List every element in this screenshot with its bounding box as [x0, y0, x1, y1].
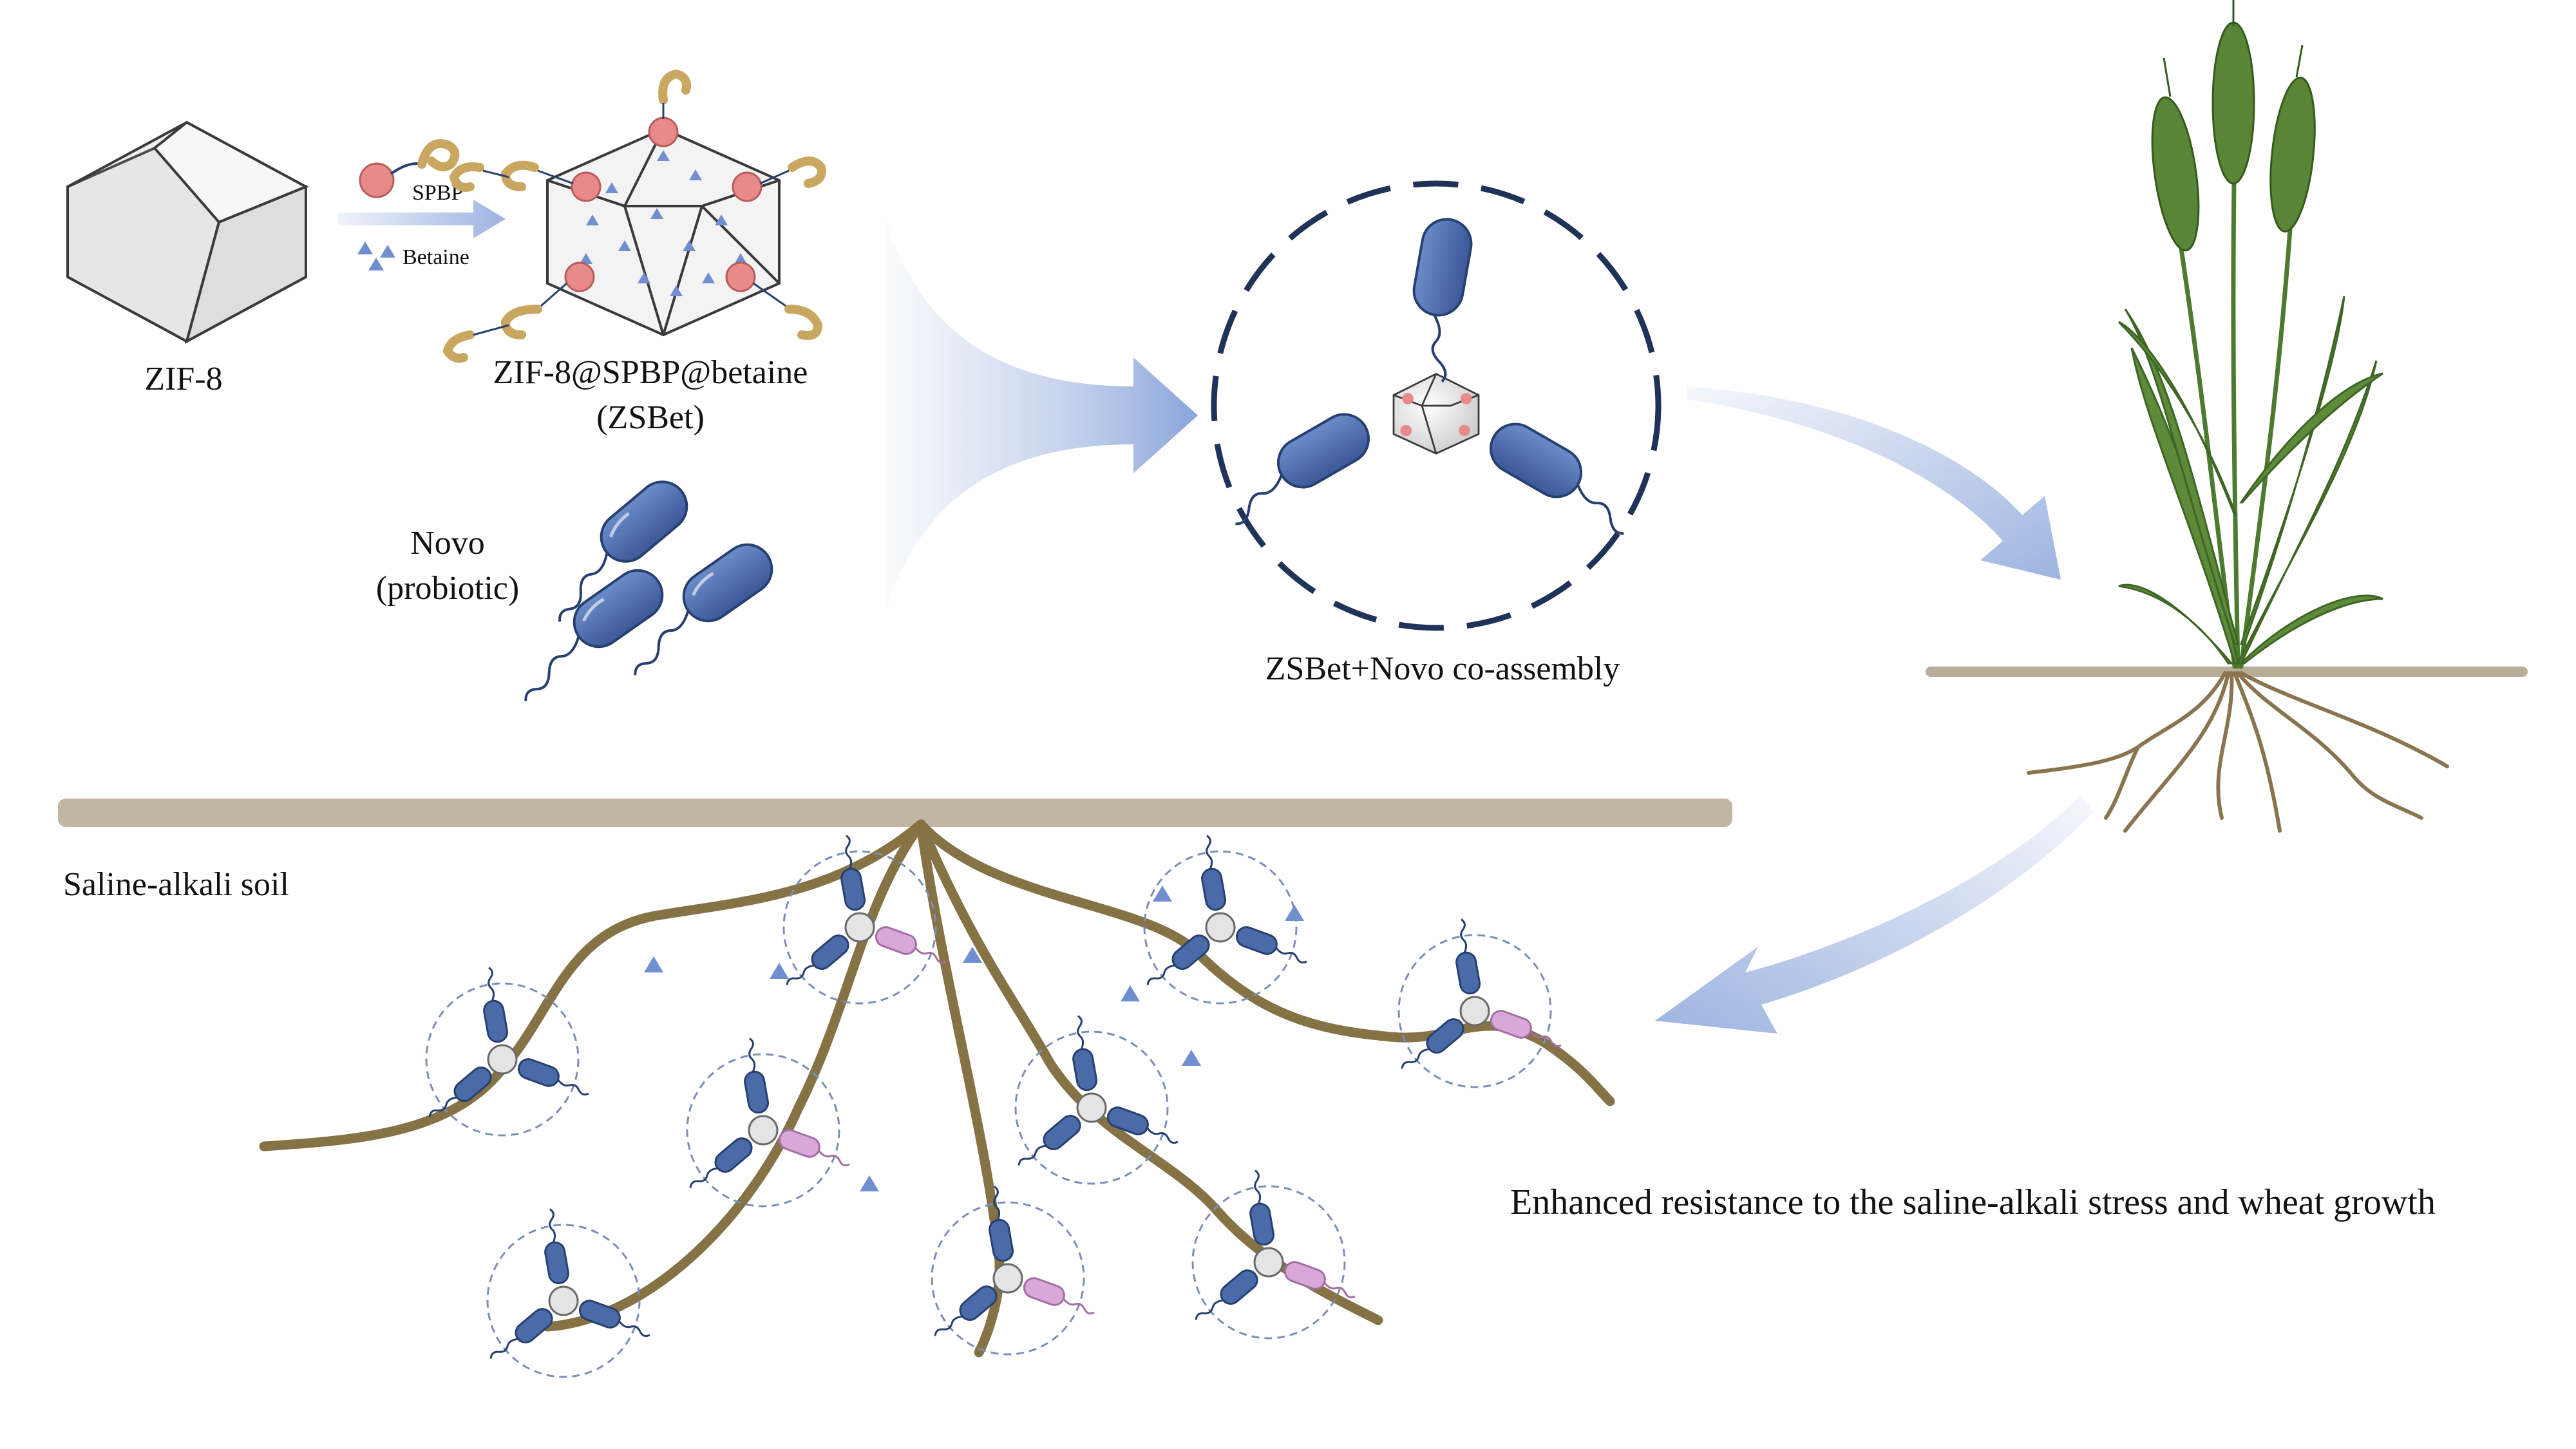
soil-surface-band [58, 799, 1732, 827]
return-arrow [1655, 795, 2093, 1034]
zsbet-particle-small [1076, 1092, 1107, 1123]
bacterium-icon [989, 1186, 1014, 1262]
wheat-leaves [2117, 296, 2383, 665]
zif8-polyhedron [66, 120, 309, 344]
outcome-label: Enhanced resistance to the saline-alkali… [1510, 1182, 2436, 1222]
root-coassembly-cluster [931, 1186, 1095, 1356]
zsbet-particle [442, 69, 826, 363]
zsbet-particle-small [487, 1044, 518, 1075]
bacterium-icon [1023, 1277, 1095, 1314]
bacterium-icon [1455, 918, 1481, 995]
bacterium-icon [1195, 1269, 1258, 1320]
zsbet-particle-small [548, 1285, 579, 1316]
root-coassembly-cluster [782, 835, 947, 1005]
root-coassembly-cluster [425, 967, 589, 1137]
wheat-plant-illustration [1926, 0, 2528, 833]
root-coassembly-cluster [1191, 1170, 1356, 1340]
bacterium-icon [483, 967, 509, 1043]
coassembly-circle [1211, 180, 1662, 631]
novo-label-line2: (probiotic) [376, 570, 519, 607]
zsbet-particle-small [844, 912, 875, 943]
synthesis-arrow [338, 200, 506, 238]
bacterium-icon [1235, 926, 1307, 963]
wheat-roots [2027, 671, 2449, 833]
bacterium-icon [1201, 835, 1227, 911]
ground-line [1926, 667, 2528, 677]
bacterium-icon [1106, 1106, 1179, 1144]
merge-funnel-arrow [886, 219, 1198, 612]
root-coassembly-cluster [486, 1208, 650, 1378]
betaine-loading [580, 150, 747, 296]
coassembly-label: ZSBet+Novo co-assembly [1265, 650, 1620, 687]
bacterium-icon [840, 835, 866, 911]
bacterium-icon [1249, 1170, 1275, 1246]
coassembly-zsbet-particle [1392, 372, 1480, 455]
linkers [473, 103, 790, 336]
zsbet-particle-small [992, 1263, 1023, 1294]
bacterium-icon [578, 1300, 650, 1337]
wheat-awns [2163, 0, 2304, 97]
betaine-triangles-icon [357, 242, 395, 270]
zsbet-label-line2: (ZSBet) [596, 399, 705, 436]
zsbet-label-line1: ZIF-8@SPBP@betaine [493, 354, 808, 391]
spbp-attached [564, 117, 762, 292]
bacterium-icon [517, 1058, 589, 1095]
bacterium-icon [1490, 1010, 1562, 1047]
bacterium-icon [1146, 934, 1210, 985]
betaine-label: Betaine [402, 245, 469, 269]
zif8-label: ZIF-8 [144, 361, 222, 397]
root-coassembly-cluster [1143, 835, 1307, 1005]
bacterium-icon [875, 926, 947, 963]
bacterium-icon [1489, 422, 1624, 535]
bacterium-icon [489, 1308, 553, 1359]
bacterium-icon [689, 1137, 753, 1188]
bacterium-icon [524, 569, 664, 701]
root-coassembly-cluster [1397, 918, 1562, 1088]
bacterium-icon [428, 1066, 492, 1117]
bacterium-icon [558, 480, 688, 622]
zsbet-particle-small [1205, 912, 1236, 943]
bacterium-icon [778, 1129, 850, 1166]
root-coassembly-cluster [1014, 1015, 1179, 1185]
application-arrow [1687, 386, 2061, 580]
novo-bacteria-group [524, 480, 773, 701]
spbp-molecule-icon [359, 139, 460, 198]
zsbet-particle-small [1459, 996, 1490, 1027]
bacterium-icon [1412, 218, 1473, 383]
novo-label-line1: Novo [410, 525, 485, 562]
zsbet-particle-small [1253, 1247, 1284, 1278]
bacterium-icon [1283, 1261, 1356, 1298]
zsbet-particle-small [748, 1115, 779, 1146]
root-coassembly-clusters [425, 835, 1562, 1378]
bacterium-icon [744, 1037, 770, 1114]
bacterium-icon [934, 1285, 998, 1336]
bacterium-icon [634, 543, 773, 676]
soil-label: Saline-alkali soil [63, 866, 289, 903]
bacterium-icon [786, 934, 849, 985]
root-coassembly-cluster [686, 1037, 850, 1208]
bacterium-icon [1018, 1115, 1081, 1166]
bacterium-icon [544, 1208, 570, 1285]
free-betaine-triangles [644, 886, 1304, 1191]
bacterium-icon [1072, 1015, 1098, 1092]
ligand-arms [442, 69, 826, 363]
bacterium-icon [1401, 1018, 1464, 1069]
